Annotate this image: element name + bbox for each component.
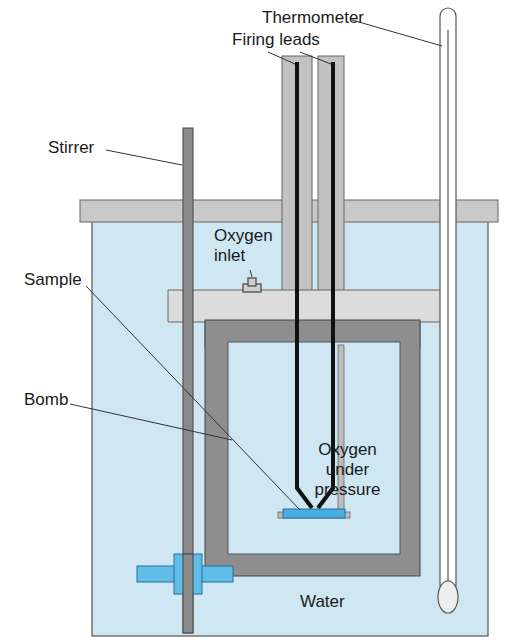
part-label: Sample (24, 270, 94, 290)
part-label: Firing leads (232, 30, 342, 50)
part-label: Oxygen inlet (214, 226, 284, 266)
part-label: Stirrer (48, 138, 118, 158)
part-label: Bomb (24, 390, 84, 410)
region-label: Oxygen under pressure (300, 440, 395, 500)
region-label: Water (300, 592, 370, 612)
part-label: Thermometer (262, 8, 372, 28)
